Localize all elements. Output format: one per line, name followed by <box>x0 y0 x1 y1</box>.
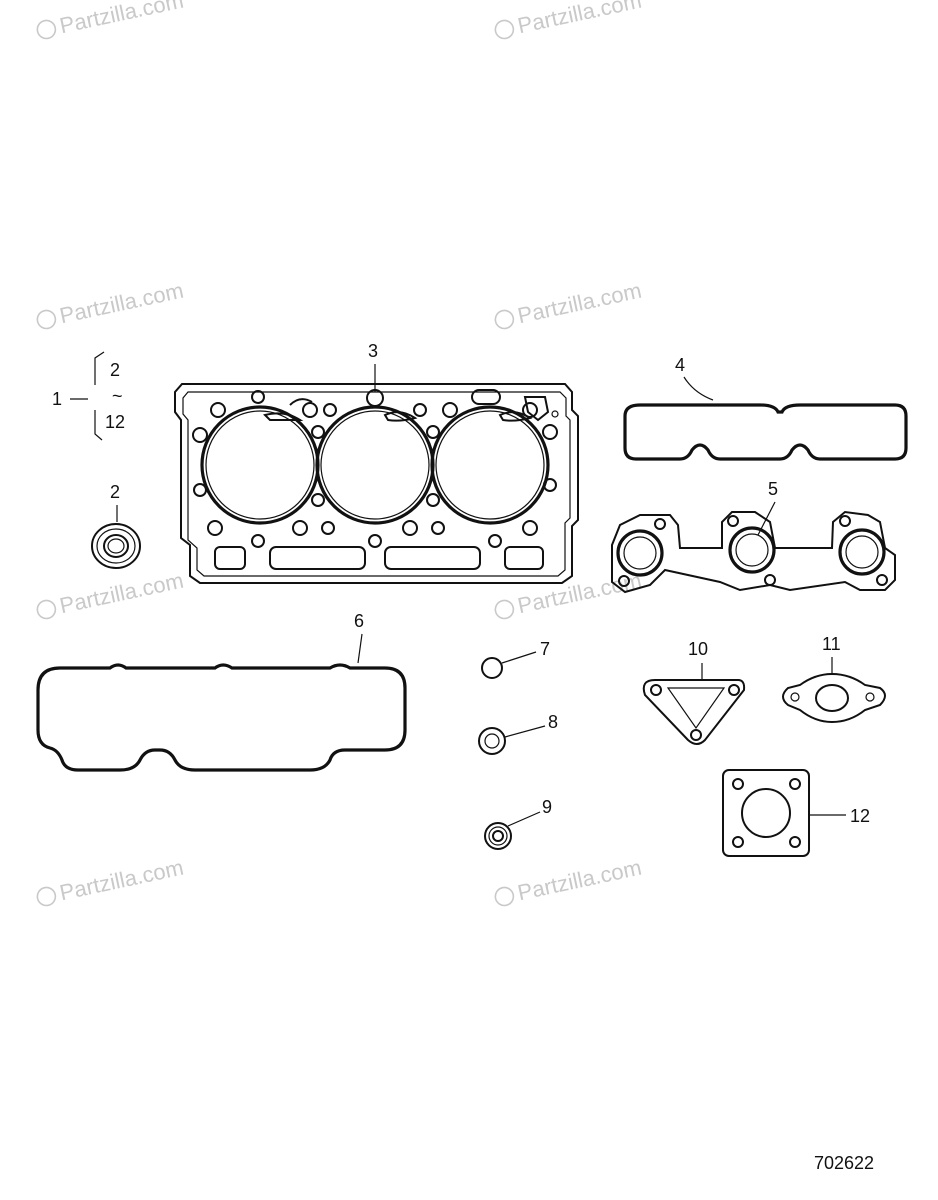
watermark-layer: Partzilla.com Partzilla.com Partzilla.co… <box>36 0 644 907</box>
callout-kit-range: ~ <box>112 386 123 406</box>
callout-kit-end: 12 <box>105 412 125 432</box>
callout-2: 2 <box>110 482 120 502</box>
callout-10: 10 <box>688 639 708 659</box>
part-8-washer: 8 <box>478 712 558 755</box>
part-12-square-gasket: 12 <box>722 769 870 857</box>
watermark-text: Partzilla.com <box>515 0 643 38</box>
part-5-manifold-gasket: 5 <box>611 479 896 594</box>
diagram-id: 702622 <box>814 1153 874 1173</box>
part-10-triangle-gasket: 10 <box>642 639 746 745</box>
part-11-flange-gasket: 11 <box>782 634 886 724</box>
callout-3: 3 <box>368 341 378 361</box>
watermark-7: Partzilla.com <box>36 855 186 907</box>
part-9-stem-seal: 9 <box>484 797 552 850</box>
callout-kit-start: 2 <box>110 360 120 380</box>
watermark-8: Partzilla.com <box>494 855 644 907</box>
watermark-text: Partzilla.com <box>515 278 643 329</box>
part-2-seal: 2 <box>91 482 141 569</box>
part-6-oil-pan-gasket: 6 <box>36 611 407 772</box>
callout-8: 8 <box>548 712 558 732</box>
watermark-text: Partzilla.com <box>57 855 185 906</box>
callout-7: 7 <box>540 639 550 659</box>
part-7-o-ring: 7 <box>481 639 550 679</box>
callout-9: 9 <box>542 797 552 817</box>
watermark-1: Partzilla.com <box>36 0 186 40</box>
callout-1: 1 <box>52 389 62 409</box>
callout-5: 5 <box>768 479 778 499</box>
watermark-4: Partzilla.com <box>494 278 644 330</box>
kit-callout: 1 2 ~ 12 <box>52 351 125 441</box>
callout-4: 4 <box>675 355 685 375</box>
watermark-text: Partzilla.com <box>57 0 185 38</box>
part-3-head-gasket: 3 <box>174 341 579 584</box>
watermark-3: Partzilla.com <box>36 278 186 330</box>
watermark-text: Partzilla.com <box>57 278 185 329</box>
watermark-2: Partzilla.com <box>494 0 644 40</box>
part-4-cover-gasket: 4 <box>623 355 908 461</box>
watermark-text: Partzilla.com <box>515 855 643 906</box>
watermark-5: Partzilla.com <box>36 568 186 620</box>
watermark-text: Partzilla.com <box>57 568 185 619</box>
callout-6: 6 <box>354 611 364 631</box>
callout-12: 12 <box>850 806 870 826</box>
callout-11: 11 <box>822 634 841 654</box>
